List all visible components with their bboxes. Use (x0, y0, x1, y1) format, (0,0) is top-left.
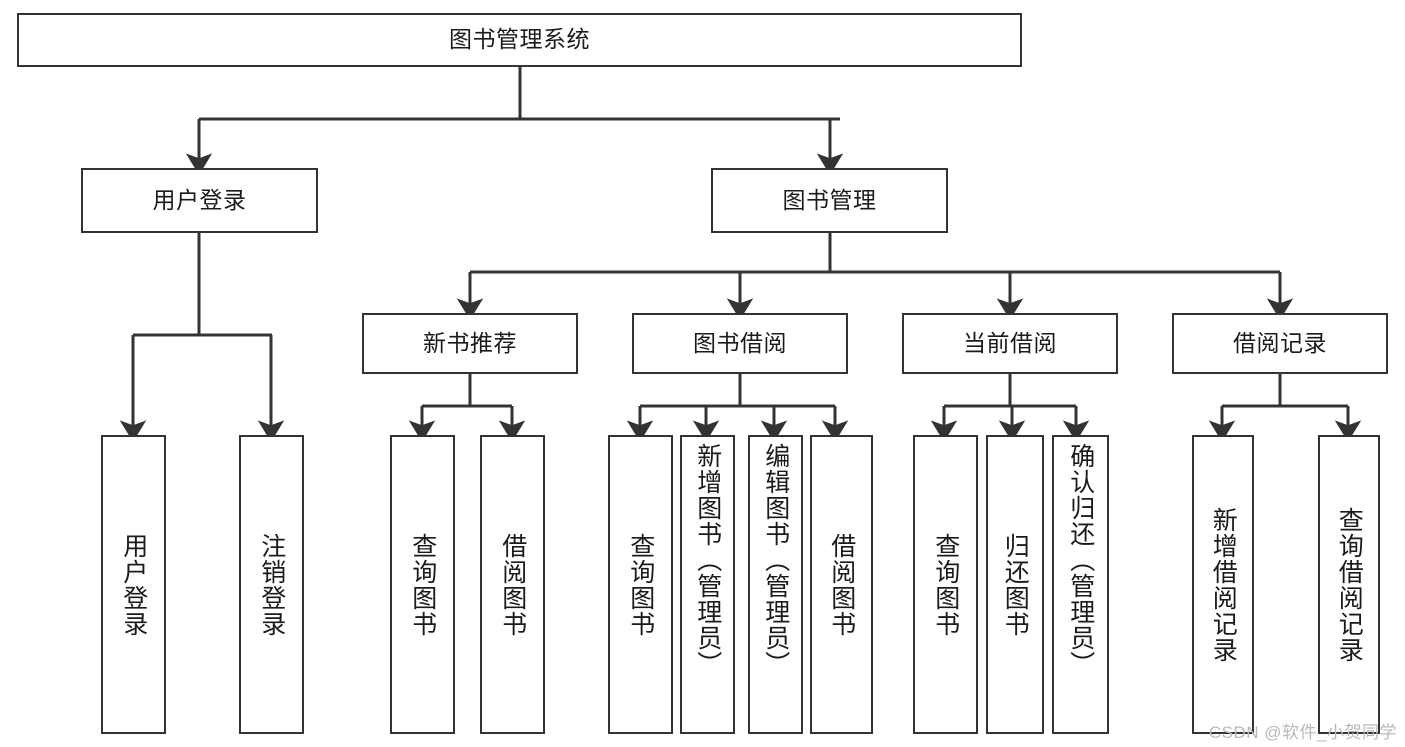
node-leaf-edit-book-label: 编辑图书（管理员） (761, 443, 790, 677)
node-leaf-query-record-label: 查询借阅记录 (1335, 506, 1364, 663)
node-new-book-recommend-label: 新书推荐 (423, 329, 517, 356)
node-new-book-recommend[interactable]: 新书推荐 (362, 313, 578, 374)
node-leaf-confirm-return-label: 确认归还（管理员） (1066, 443, 1095, 677)
node-user-login[interactable]: 用户登录 (81, 168, 318, 233)
node-leaf-user-login-label: 用户登录 (119, 532, 148, 637)
node-root[interactable]: 图书管理系统 (17, 13, 1022, 67)
node-current-borrow-label: 当前借阅 (963, 329, 1057, 356)
node-leaf-edit-book[interactable]: 编辑图书（管理员） (748, 435, 803, 734)
node-book-borrow[interactable]: 图书借阅 (632, 313, 848, 374)
node-current-borrow[interactable]: 当前借阅 (902, 313, 1118, 374)
node-borrow-record-label: 借阅记录 (1233, 329, 1327, 356)
node-leaf-borrow-book-2[interactable]: 借阅图书 (810, 435, 873, 734)
node-leaf-add-book-label: 新增图书（管理员） (693, 443, 722, 677)
node-leaf-query-book-2[interactable]: 查询图书 (608, 435, 673, 734)
node-user-login-label: 用户登录 (152, 186, 247, 213)
node-leaf-borrow-book-1[interactable]: 借阅图书 (480, 435, 545, 734)
node-leaf-return-book[interactable]: 归还图书 (986, 435, 1044, 734)
node-leaf-query-book-3[interactable]: 查询图书 (913, 435, 978, 734)
node-leaf-borrow-book-2-label: 借阅图书 (827, 532, 856, 637)
node-borrow-record[interactable]: 借阅记录 (1172, 313, 1388, 374)
node-leaf-logout-login[interactable]: 注销登录 (239, 435, 304, 734)
node-book-manage-label: 图书管理 (782, 186, 877, 213)
node-leaf-return-book-label: 归还图书 (1001, 532, 1030, 637)
node-book-borrow-label: 图书借阅 (693, 329, 787, 356)
node-leaf-query-book-1-label: 查询图书 (408, 532, 437, 637)
node-leaf-borrow-book-1-label: 借阅图书 (498, 532, 527, 637)
node-leaf-query-record[interactable]: 查询借阅记录 (1318, 435, 1380, 734)
node-book-manage[interactable]: 图书管理 (711, 168, 948, 233)
node-leaf-query-book-3-label: 查询图书 (931, 532, 960, 637)
node-leaf-add-book[interactable]: 新增图书（管理员） (680, 435, 735, 734)
node-leaf-add-record[interactable]: 新增借阅记录 (1192, 435, 1254, 734)
node-leaf-add-record-label: 新增借阅记录 (1209, 506, 1238, 663)
node-leaf-query-book-2-label: 查询图书 (626, 532, 655, 637)
node-leaf-query-book-1[interactable]: 查询图书 (390, 435, 455, 734)
node-root-label: 图书管理系统 (449, 26, 590, 53)
node-leaf-logout-login-label: 注销登录 (257, 532, 286, 637)
node-leaf-confirm-return[interactable]: 确认归还（管理员） (1052, 435, 1109, 734)
node-leaf-user-login[interactable]: 用户登录 (101, 435, 166, 734)
